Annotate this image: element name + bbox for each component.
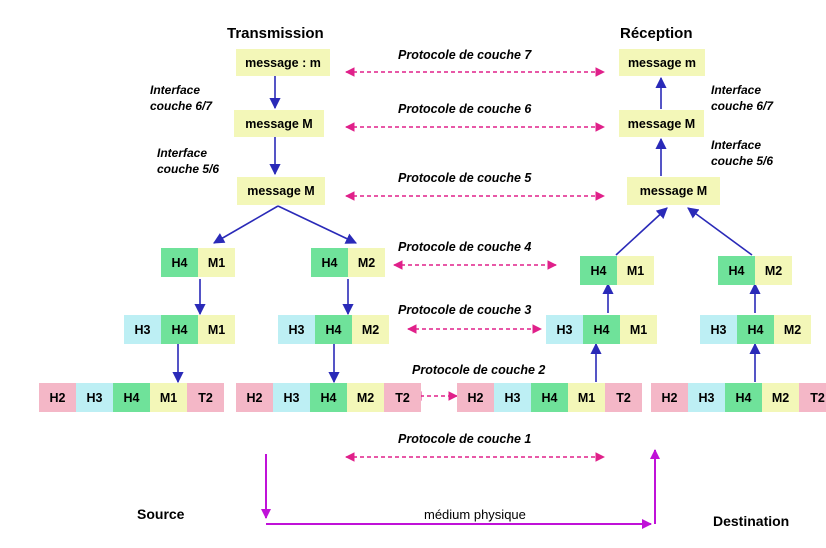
protocol-layer5-label: Protocole de couche 5 bbox=[398, 171, 532, 185]
packet-cell-h3: H3 bbox=[700, 315, 737, 344]
protocol-layer7-label: Protocole de couche 7 bbox=[398, 48, 532, 62]
packet-cell-m1: M1 bbox=[198, 315, 235, 344]
packet-cell-h4: H4 bbox=[113, 383, 150, 412]
packet-cell-h4: H4 bbox=[315, 315, 352, 344]
packet-cell-h3: H3 bbox=[546, 315, 583, 344]
packet-cell-h3: H3 bbox=[494, 383, 531, 412]
tx-message-layer7: message : m bbox=[236, 49, 330, 76]
packet-cell-h4: H4 bbox=[161, 248, 198, 277]
rx-message-layer7: message m bbox=[619, 49, 705, 76]
packet-cell-h4: H4 bbox=[310, 383, 347, 412]
packet-cell-t2: T2 bbox=[187, 383, 224, 412]
packet-cell-h4: H4 bbox=[161, 315, 198, 344]
medium-label: médium physique bbox=[424, 507, 526, 522]
tx-message-layer6: message M bbox=[234, 110, 324, 137]
packet-cell-m1: M1 bbox=[620, 315, 657, 344]
packet-cell-m2: M2 bbox=[755, 256, 792, 285]
protocol-layer4-label: Protocole de couche 4 bbox=[398, 240, 532, 254]
tx-interface-56: Interface couche 5/6 bbox=[157, 146, 220, 176]
packet-cell-h2: H2 bbox=[236, 383, 273, 412]
protocol-layer2-label: Protocole de couche 2 bbox=[412, 363, 546, 377]
packet-cell-h4: H4 bbox=[737, 315, 774, 344]
transmission-heading: Transmission bbox=[227, 25, 324, 42]
rx-message-layer5: message M bbox=[627, 177, 720, 205]
rx-flow-arrows bbox=[590, 76, 761, 382]
reception-heading: Réception bbox=[620, 25, 693, 42]
protocol-layer6-label: Protocole de couche 6 bbox=[398, 102, 532, 116]
source-label: Source bbox=[137, 506, 185, 522]
packet-cell-h2: H2 bbox=[651, 383, 688, 412]
packet-cell-m2: M2 bbox=[347, 383, 384, 412]
destination-label: Destination bbox=[713, 513, 790, 529]
rx-interface-67: Interface couche 6/7 bbox=[711, 83, 774, 113]
tx-interface-67: Interface couche 6/7 bbox=[150, 83, 213, 113]
tx-flow-arrows bbox=[172, 76, 358, 384]
packet-cell-m1: M1 bbox=[617, 256, 654, 285]
packet-cell-t2: T2 bbox=[384, 383, 421, 412]
packet-cell-m1: M1 bbox=[150, 383, 187, 412]
packet-cell-t2: T2 bbox=[605, 383, 642, 412]
packet-cell-h4: H4 bbox=[718, 256, 755, 285]
packet-cell-m1: M1 bbox=[198, 248, 235, 277]
tx-message-layer5: message M bbox=[237, 177, 325, 205]
packet-cell-m2: M2 bbox=[762, 383, 799, 412]
packet-cell-m2: M2 bbox=[352, 315, 389, 344]
packet-cell-h2: H2 bbox=[39, 383, 76, 412]
protocol-layer1-label: Protocole de couche 1 bbox=[398, 432, 532, 446]
packet-cell-m2: M2 bbox=[774, 315, 811, 344]
packet-cell-h2: H2 bbox=[457, 383, 494, 412]
packet-cell-m2: M2 bbox=[348, 248, 385, 277]
packet-cell-h3: H3 bbox=[124, 315, 161, 344]
packet-cell-h3: H3 bbox=[278, 315, 315, 344]
packet-cell-m1: M1 bbox=[568, 383, 605, 412]
packet-cell-h4: H4 bbox=[725, 383, 762, 412]
packet-cell-h3: H3 bbox=[76, 383, 113, 412]
packet-cell-t2: T2 bbox=[799, 383, 826, 412]
packet-cell-h4: H4 bbox=[311, 248, 348, 277]
protocol-arrows bbox=[345, 67, 605, 462]
medium-arrows bbox=[261, 449, 660, 529]
packet-cell-h4: H4 bbox=[583, 315, 620, 344]
packet-cell-h3: H3 bbox=[273, 383, 310, 412]
protocol-layer3-label: Protocole de couche 3 bbox=[398, 303, 532, 317]
packet-cell-h4: H4 bbox=[580, 256, 617, 285]
packet-cell-h3: H3 bbox=[688, 383, 725, 412]
rx-message-layer6: message M bbox=[619, 110, 704, 137]
rx-interface-56: Interface couche 5/6 bbox=[711, 138, 774, 168]
packet-cell-h4: H4 bbox=[531, 383, 568, 412]
